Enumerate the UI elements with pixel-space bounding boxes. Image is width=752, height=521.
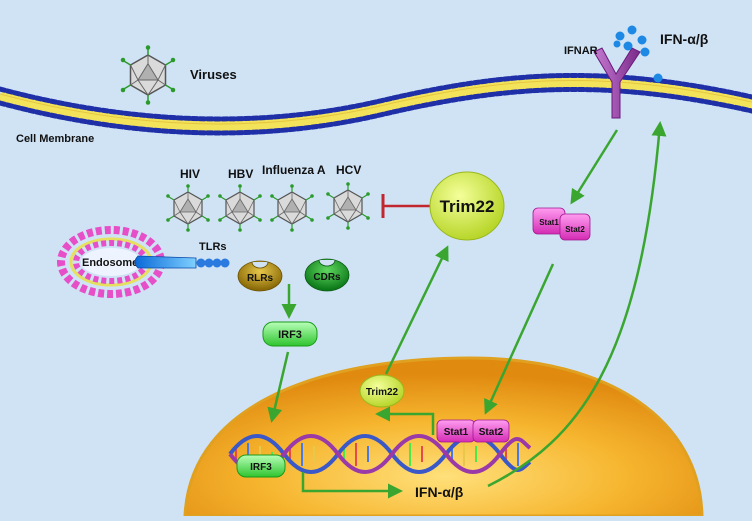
stat1-stat2-cytoplasm bbox=[532, 207, 591, 241]
irf3-nucleus-label: IRF3 bbox=[250, 462, 272, 473]
hcv-label: HCV bbox=[336, 163, 361, 177]
trim22-nucleus-label: Trim22 bbox=[366, 387, 399, 398]
arrow-ifnar-to-stat bbox=[570, 129, 619, 205]
tlr-receptor bbox=[134, 255, 230, 269]
ifn-extracellular-label: IFN-α/β bbox=[660, 31, 709, 47]
cdrs-receptor bbox=[304, 258, 350, 292]
stat2-cytoplasm-label: Stat2 bbox=[565, 225, 585, 234]
receptor-y-icon bbox=[593, 47, 641, 119]
endosome-label: Endosome bbox=[82, 257, 138, 269]
stat1-cytoplasm-label: Stat1 bbox=[539, 218, 559, 227]
arrow-ifn-to-extracellular bbox=[487, 121, 667, 488]
rlrs-receptor bbox=[237, 260, 283, 292]
tlrs-label: TLRs bbox=[199, 241, 227, 253]
arrow-stat-to-trim22-gene bbox=[375, 406, 435, 435]
signaling-arrows bbox=[267, 121, 667, 499]
arrow-stat-to-nucleus bbox=[484, 263, 555, 415]
irf3-cytoplasm bbox=[262, 321, 318, 347]
stat1-nucleus-label: Stat1 bbox=[444, 427, 469, 438]
stat2-nucleus-label: Stat2 bbox=[479, 427, 504, 438]
arrow-irf3-to-nucleus bbox=[267, 351, 290, 423]
ifn-nuclear-label: IFN-α/β bbox=[415, 484, 464, 500]
rlrs-label: RLRs bbox=[247, 273, 274, 284]
trim22-protein bbox=[429, 171, 505, 241]
stat1-stat2-nucleus bbox=[436, 419, 510, 443]
viruses-label: Viruses bbox=[190, 67, 237, 82]
ifnar-label: IFNAR bbox=[564, 45, 598, 57]
ifn-molecules bbox=[613, 25, 663, 83]
irf3-cytoplasm-label: IRF3 bbox=[278, 329, 302, 341]
dna-helix-icon bbox=[228, 434, 532, 474]
influenza-a-label: Influenza A bbox=[262, 163, 326, 177]
trim22-large-label: Trim22 bbox=[440, 197, 495, 216]
inhibition-line bbox=[381, 194, 432, 218]
arrow-irf3-to-ifn bbox=[301, 472, 403, 499]
hbv-label: HBV bbox=[228, 167, 253, 181]
arrow-trim22-nucleus-to-cytoplasm bbox=[384, 245, 449, 375]
cdrs-label: CDRs bbox=[313, 272, 341, 283]
hiv-label: HIV bbox=[180, 167, 200, 181]
irf3-nucleus bbox=[236, 454, 286, 478]
cell-membrane-label: Cell Membrane bbox=[16, 133, 94, 145]
